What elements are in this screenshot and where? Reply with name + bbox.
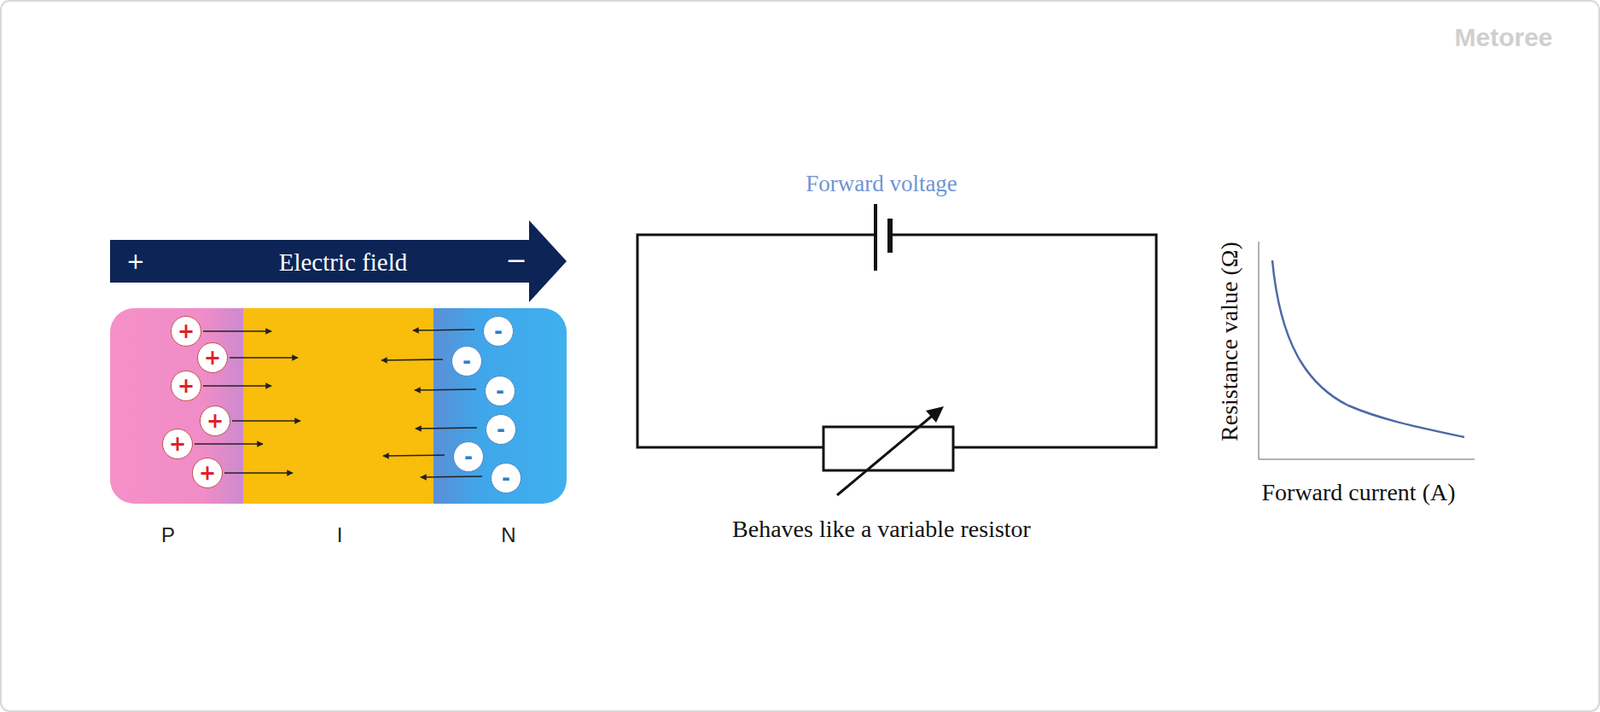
drift-arrow [224,471,293,474]
plus-sign: + [177,320,195,342]
hole-charge: + [170,315,202,347]
axis-label: Forward current (A) [1261,478,1455,507]
electron-charge: - [490,462,522,494]
circuit-wire [637,234,1157,448]
plus-sign: + [168,433,187,454]
pin-device [110,308,567,504]
minus-sign: - [496,418,506,440]
drift-arrow [413,329,475,331]
drift-arrow [415,427,478,429]
hole-charge: + [199,405,231,437]
watermark: Metoree [1454,23,1553,53]
electron-charge: - [482,315,514,347]
minus-sign: - [494,320,503,342]
plus-sign: + [206,410,224,431]
minus-sign: - [495,380,505,402]
electron-charge: - [484,375,516,407]
field-label: Electric field [279,248,408,277]
resistor-symbol [823,426,954,471]
minus-sign: - [501,467,511,489]
electron-charge: - [451,345,483,377]
drift-arrow [383,454,445,456]
drift-arrow [229,356,298,359]
axis-label: Resistance value (Ω) [1216,241,1244,442]
plus-sign: + [177,375,195,396]
region-label: P [161,523,175,547]
drift-arrow [381,359,443,361]
battery-symbol [875,203,891,271]
polarity-sign: − [505,244,527,275]
region-label: N [500,523,516,547]
drift-arrow [414,389,477,390]
hole-charge: + [192,457,223,489]
drift-arrows [194,329,483,478]
hole-charge: + [162,428,193,460]
drift-arrow [203,330,272,332]
chart-axes [1258,241,1475,460]
hole-charge: + [197,342,228,373]
region-label: I [337,523,344,547]
hole-charge: + [170,370,202,402]
minus-sign: - [464,446,473,467]
drift-arrow [194,442,263,445]
field-band: + Electric field − [110,239,530,283]
drift-arrow [203,384,272,387]
drift-arrow [420,476,483,478]
field-arrow [110,220,567,303]
electron-charge: - [453,441,484,472]
plus-sign: + [203,347,222,368]
resistor-label: Behaves like a variable resistor [732,515,1031,543]
plus-sign: + [198,462,216,483]
drift-arrow [232,419,301,422]
resistance-curve [1272,260,1465,437]
source-label: Forward voltage [805,170,958,198]
electron-charge: - [485,413,517,445]
polarity-sign: + [126,248,146,274]
variable-arrow [837,406,944,495]
minus-sign: - [462,350,472,372]
